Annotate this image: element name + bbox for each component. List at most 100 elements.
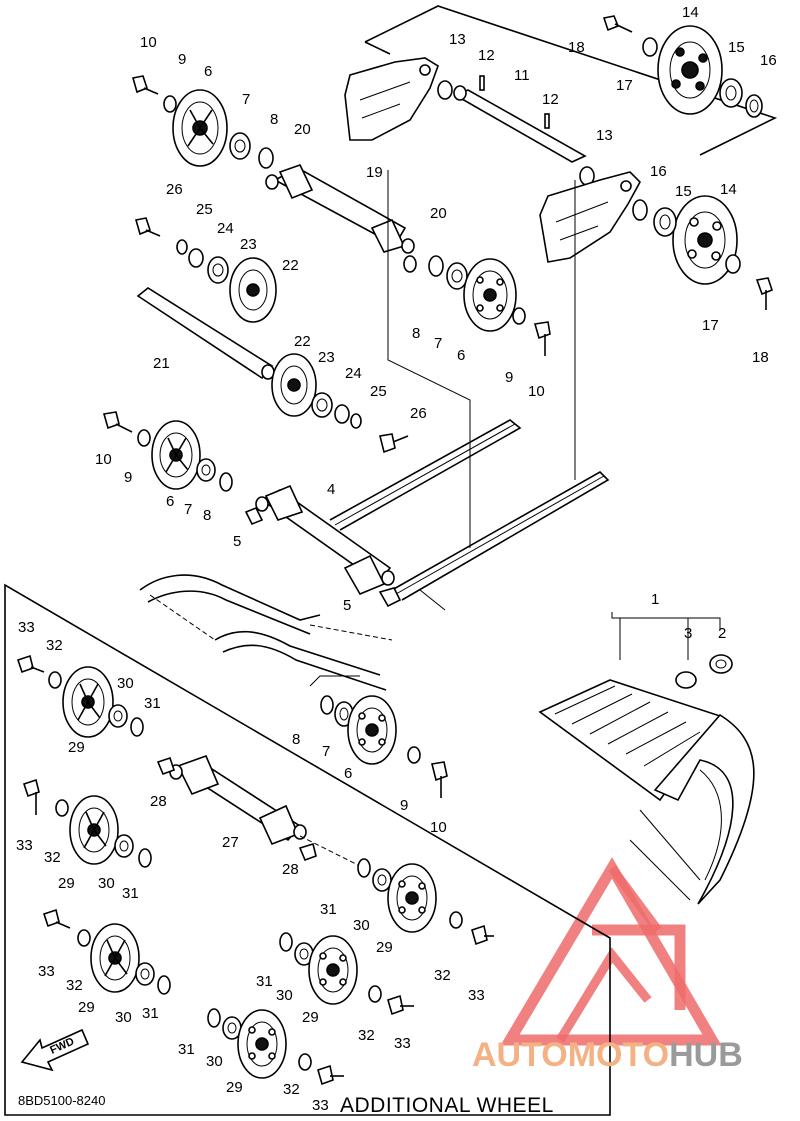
- callout-c23b: 23: [318, 349, 335, 366]
- wheel-22-top: [229, 257, 277, 323]
- bearing-30-b: [114, 834, 134, 858]
- bolt-33-b: [22, 778, 40, 815]
- bolt-10-mid: [533, 321, 551, 356]
- callout-c31f: 31: [178, 1041, 195, 1058]
- callout-c30c: 30: [353, 917, 370, 934]
- callout-c15b: 15: [675, 183, 692, 200]
- bearing-7-left: [196, 458, 216, 482]
- washer-17-lower: [725, 254, 741, 274]
- watermark-text-moto: MOTO: [568, 1036, 669, 1074]
- bolt-10-lower: [431, 761, 448, 798]
- left-pivot-bracket: [344, 57, 439, 141]
- callout-c4: 4: [327, 481, 335, 498]
- callout-c9d: 9: [400, 797, 408, 814]
- collar-31-a: [130, 717, 144, 737]
- callout-c33d: 33: [38, 963, 55, 980]
- wheel-29-a: [62, 666, 114, 738]
- collar-31-b: [138, 848, 152, 868]
- callout-c18a: 18: [568, 39, 585, 56]
- leader-lines-main: [309, 170, 721, 687]
- collar-24-top: [188, 248, 204, 268]
- right-pivot-bracket: [539, 171, 641, 263]
- callout-c26b: 26: [410, 405, 427, 422]
- shaft-21: [136, 287, 275, 380]
- washer-25-bottom: [350, 413, 362, 429]
- callout-c24a: 24: [217, 220, 234, 237]
- callout-c20a: 20: [294, 121, 311, 138]
- callout-c20b: 20: [430, 205, 447, 222]
- wheel-14-upper: [657, 25, 723, 115]
- collar-31-f: [207, 1008, 221, 1028]
- slide-rails: [139, 419, 610, 691]
- bolt-33-f: [317, 1064, 344, 1086]
- bolt-33-a: [16, 654, 45, 674]
- pin-12-a: [479, 75, 485, 91]
- bearing-15-lower: [653, 207, 677, 237]
- callout-c28b: 28: [282, 861, 299, 878]
- callout-c25b: 25: [370, 383, 387, 400]
- bolt-26-bottom: [379, 433, 409, 454]
- washer-32-f: [298, 1053, 312, 1071]
- clip-3: [675, 671, 697, 689]
- washer-32-d: [77, 929, 91, 947]
- callout-c29a: 29: [68, 739, 85, 756]
- callout-c6d: 6: [344, 765, 352, 782]
- washer-9-mid: [512, 307, 526, 325]
- callout-c14a: 14: [682, 4, 699, 21]
- callout-c32b: 32: [44, 849, 61, 866]
- callout-c28a: 28: [150, 793, 167, 810]
- callout-c29b: 29: [58, 875, 75, 892]
- diagram-code: 8BD5100-8240: [18, 1093, 105, 1108]
- callout-c8c: 8: [203, 507, 211, 524]
- callout-c11: 11: [514, 67, 530, 84]
- callout-c33b: 33: [16, 837, 33, 854]
- collar-8-mid: [428, 255, 444, 277]
- bearing-15-upper: [719, 78, 743, 108]
- bearing-23-top: [207, 256, 229, 284]
- shaft-19: [265, 164, 415, 254]
- callout-c6a: 6: [204, 63, 212, 80]
- callout-c3: 3: [684, 625, 692, 642]
- wheel-22-bottom: [271, 353, 317, 417]
- callout-c15a: 15: [728, 39, 745, 56]
- watermark-text-auto: AUTO: [472, 1036, 568, 1074]
- wheel-29-e: [308, 935, 358, 1005]
- callout-c32c: 32: [434, 967, 451, 984]
- callout-c5b: 5: [343, 597, 351, 614]
- wheel-29-c: [387, 863, 437, 933]
- callout-c9c: 9: [124, 469, 132, 486]
- bolt-10-top: [131, 75, 159, 95]
- callout-c7c: 7: [184, 501, 192, 518]
- collar-31-e: [279, 932, 293, 952]
- bearing-23-bottom: [311, 392, 333, 418]
- collar-24-bottom: [334, 404, 350, 424]
- shaft-4: [255, 484, 395, 596]
- washer-9-lower: [407, 746, 421, 764]
- callout-c30f: 30: [206, 1053, 223, 1070]
- callout-c32f: 32: [283, 1081, 300, 1098]
- bearing-30-d: [135, 962, 155, 986]
- callout-c22a: 22: [282, 257, 299, 274]
- washer-32-b: [55, 799, 69, 817]
- callout-c6b: 6: [457, 347, 465, 364]
- wheel-6-left: [151, 420, 201, 490]
- callout-c29f: 29: [226, 1079, 243, 1096]
- callout-c30e: 30: [276, 987, 293, 1004]
- bolt-18-upper: [602, 15, 633, 33]
- callout-c33f: 33: [312, 1097, 329, 1114]
- callout-c32d: 32: [66, 977, 83, 994]
- leader-lines-box: [299, 835, 361, 867]
- wheel-29-b: [69, 795, 119, 865]
- bolt-28-a: [156, 756, 176, 776]
- callout-c9a: 9: [178, 51, 186, 68]
- watermark-text: AUTOMOTOHUB: [472, 1036, 743, 1074]
- bearing-30-a: [108, 704, 128, 728]
- callout-c29c: 29: [376, 939, 393, 956]
- callout-c31a: 31: [144, 695, 161, 712]
- washer-32-c: [449, 911, 463, 929]
- callout-c1: 1: [651, 591, 659, 608]
- callout-c32a: 32: [46, 637, 63, 654]
- callout-c10a: 10: [140, 34, 157, 51]
- track-belt: [538, 679, 755, 905]
